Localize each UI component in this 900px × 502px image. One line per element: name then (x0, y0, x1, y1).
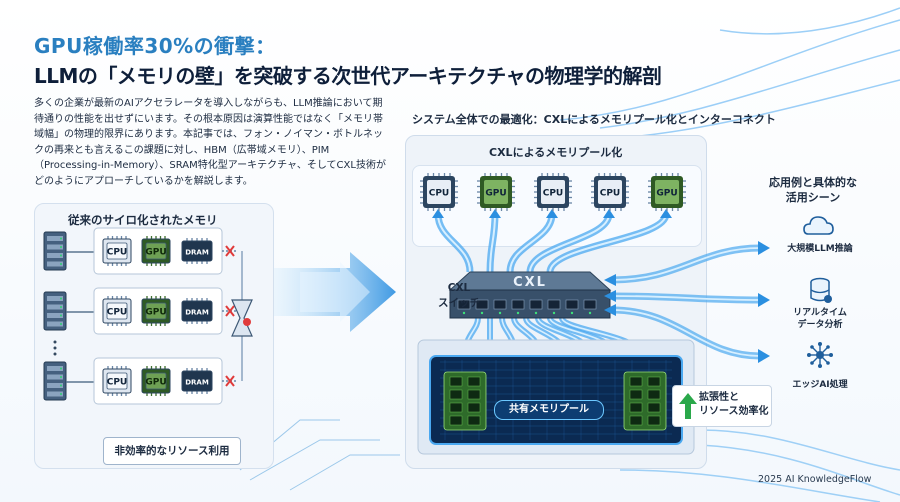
chip-label: CPU (600, 189, 621, 199)
chip-label: CPU (107, 378, 128, 388)
dram-chip: DRAM (181, 238, 213, 264)
cxl-pool-title: CXLによるメモリプール化 (489, 146, 623, 159)
chip-label: GPU (485, 189, 506, 199)
benefit-line2: リソース効率化 (699, 406, 769, 417)
legacy-panel-title: 従来のサイロ化されたメモリ (68, 213, 218, 227)
chip-label: DRAM (185, 249, 209, 257)
chip-label: GPU (145, 378, 166, 388)
application-arrows (604, 241, 770, 363)
gpu-chip: GPU (141, 296, 171, 326)
blocked-x-icon (225, 305, 235, 317)
cpu-chip: CPU (591, 173, 629, 211)
chip-label: DRAM (185, 309, 209, 317)
chip-label: CPU (429, 189, 450, 199)
gpu-chip: GPU (477, 173, 515, 211)
application-label: リアルタイム (793, 308, 847, 318)
shared-memory-pool-label: 共有メモリプール (494, 400, 604, 420)
database-icon (810, 277, 832, 303)
footer-credit: 2025 AI KnowledgeFlow (758, 474, 872, 485)
cpu-chip: CPU (534, 173, 572, 211)
chip-label: GPU (656, 189, 677, 199)
dram-chip: DRAM (181, 298, 213, 324)
cpu-chip: CPU (102, 296, 132, 326)
cpu-chip: CPU (102, 236, 132, 266)
application-item-llm-inference: 大規模LLM推論 (770, 243, 870, 255)
chip-label: DRAM (185, 379, 209, 387)
server-icon (43, 291, 67, 331)
gpu-chip: GPU (648, 173, 686, 211)
gpu-chip: GPU (141, 366, 171, 396)
gpu-chip: GPU (141, 236, 171, 266)
legacy-node-row: CPU GPU DRAM (43, 357, 238, 405)
cxl-switch: CXL (448, 271, 612, 319)
intro-paragraph: 多くの企業が最新のAIアクセラレータを導入しながらも、LLM推論において期待通り… (34, 98, 386, 187)
cpu-chip: CPU (102, 366, 132, 396)
applications-title-line1: 応用例と具体的な (769, 176, 857, 189)
legacy-node-row: CPU GPU DRAM (43, 287, 238, 335)
system-section-title: システム全体での最適化：CXLによるメモリプール化とインターコネクト (412, 113, 776, 126)
application-item-realtime-analytics: リアルタイム データ分析 (770, 307, 870, 331)
up-arrow-icon (679, 393, 697, 419)
cxl-switch-label: CXL スイッチ (438, 281, 480, 311)
benefit-box: 拡張性と リソース効率化 (672, 385, 772, 427)
page-title-line2: LLMの「メモリの壁」を突破する次世代アーキテクチャの物理学的解剖 (34, 64, 662, 88)
chip-label: GPU (145, 248, 166, 258)
cloud-icon (803, 216, 834, 235)
cpu-chip: CPU (420, 173, 458, 211)
switch-label-line2: スイッチ (438, 297, 480, 309)
ellipsis-dots (53, 340, 57, 356)
applications-title-line2: 活用シーン (785, 191, 841, 204)
legacy-node-row: CPU GPU DRAM (43, 227, 238, 275)
chip-label: GPU (145, 308, 166, 318)
chip-label: CPU (107, 248, 128, 258)
cxl-link-pipes (432, 209, 672, 356)
applications-title: 応用例と具体的な 活用シーン (758, 175, 868, 205)
ram-module-icon (623, 371, 667, 431)
blocked-x-icon (225, 245, 235, 257)
chip-label: CPU (543, 189, 564, 199)
edge-network-icon (807, 342, 833, 368)
server-icon (43, 231, 67, 271)
application-label: 大規模LLM推論 (787, 244, 853, 254)
switch-chip-label: CXL (513, 275, 547, 290)
switch-label-line1: CXL (447, 282, 471, 294)
page-title-line1: GPU稼働率30%の衝撃： (34, 34, 276, 58)
legacy-panel-footer: 非効率的なリソース利用 (103, 437, 241, 465)
ram-module-icon (443, 371, 487, 431)
blocked-x-icon (225, 375, 235, 387)
application-item-edge-ai: エッジAI処理 (770, 379, 870, 391)
chip-label: CPU (107, 308, 128, 318)
application-label: エッジAI処理 (792, 380, 848, 390)
benefit-line1: 拡張性と (699, 392, 739, 403)
application-label-line2: データ分析 (797, 320, 843, 330)
server-icon (43, 361, 67, 401)
dram-chip: DRAM (181, 368, 213, 394)
bottleneck-hourglass-icon (231, 251, 253, 381)
